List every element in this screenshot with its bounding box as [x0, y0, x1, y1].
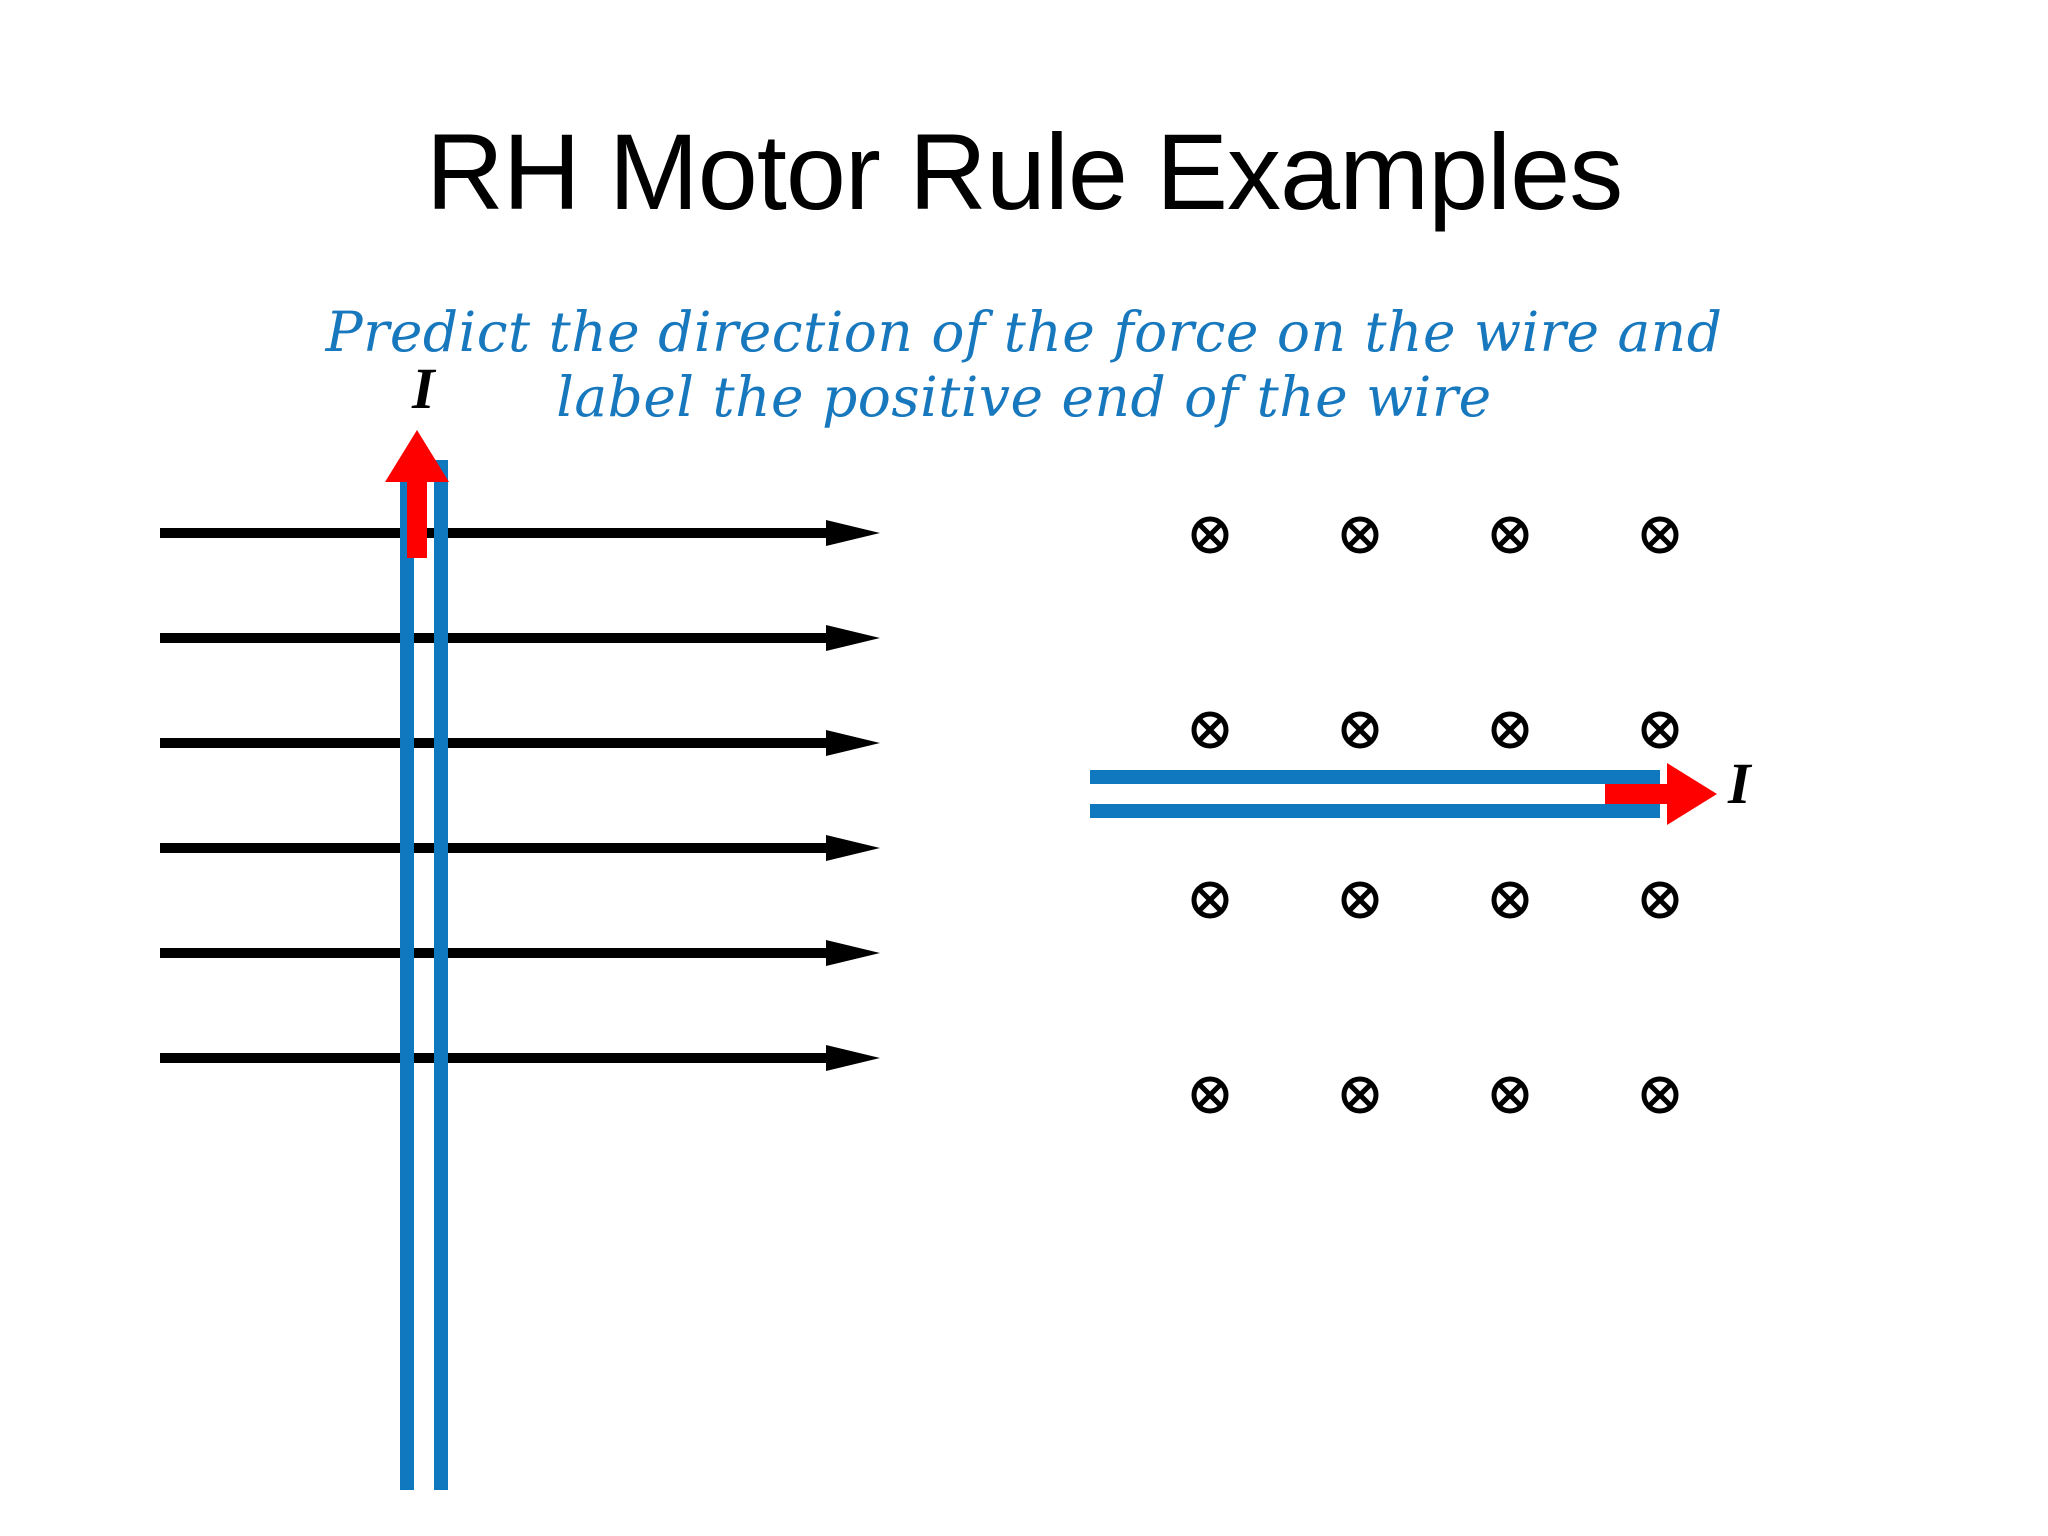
field-into-page-icon	[1190, 880, 1230, 920]
arrow-shaft	[160, 633, 832, 643]
diagram-left: I	[0, 360, 1000, 1510]
subtitle-line-2: label the positive end of the wire	[556, 364, 1492, 429]
arrow-shaft	[407, 474, 427, 558]
wire-bar-left	[400, 460, 414, 1490]
field-into-page-icon	[1190, 1075, 1230, 1115]
field-arrow-right-4	[160, 835, 880, 861]
current-arrow-up	[385, 430, 449, 558]
field-into-page-icon	[1190, 515, 1230, 555]
wire-vertical	[400, 460, 448, 1490]
arrow-shaft	[160, 738, 832, 748]
wire-horizontal	[1090, 770, 1660, 818]
arrow-shaft	[160, 528, 832, 538]
current-label-left: I	[412, 356, 435, 421]
subtitle-line-1: Predict the direction of the force on th…	[325, 300, 1723, 364]
field-into-page-icon	[1340, 880, 1380, 920]
current-label-right: I	[1728, 751, 1751, 816]
field-into-page-icon	[1640, 515, 1680, 555]
field-into-page-icon	[1490, 515, 1530, 555]
wire-bar-bottom	[1090, 804, 1660, 818]
arrow-head-icon	[826, 1045, 880, 1071]
field-into-page-icon	[1490, 1075, 1530, 1115]
subtitle-block: Predict the direction of the force on th…	[0, 300, 2048, 430]
arrow-head-icon	[826, 625, 880, 651]
arrow-head-icon	[1667, 763, 1717, 825]
field-arrow-right-6	[160, 1045, 880, 1071]
arrow-head-icon	[826, 835, 880, 861]
arrow-head-icon	[826, 940, 880, 966]
field-into-page-icon	[1190, 710, 1230, 750]
field-into-page-icon	[1640, 1075, 1680, 1115]
arrow-head-icon	[385, 430, 449, 482]
current-arrow-right	[1605, 763, 1717, 825]
wire-bar-right	[434, 460, 448, 1490]
arrow-head-icon	[826, 520, 880, 546]
field-into-page-icon	[1490, 880, 1530, 920]
field-into-page-icon	[1640, 710, 1680, 750]
field-into-page-icon	[1640, 880, 1680, 920]
page-title: RH Motor Rule Examples	[425, 111, 1623, 232]
arrow-shaft	[160, 948, 832, 958]
field-into-page-icon	[1490, 710, 1530, 750]
field-into-page-icon	[1340, 515, 1380, 555]
field-arrow-right-3	[160, 730, 880, 756]
arrow-shaft	[160, 843, 832, 853]
diagram-right: I	[1090, 430, 2048, 1510]
field-arrow-right-1	[160, 520, 880, 546]
arrow-head-icon	[826, 730, 880, 756]
field-arrow-right-5	[160, 940, 880, 966]
field-into-page-icon	[1340, 1075, 1380, 1115]
wire-bar-top	[1090, 770, 1660, 784]
arrow-shaft	[160, 1053, 832, 1063]
field-arrow-right-2	[160, 625, 880, 651]
arrow-shaft	[1605, 784, 1673, 804]
field-into-page-icon	[1340, 710, 1380, 750]
